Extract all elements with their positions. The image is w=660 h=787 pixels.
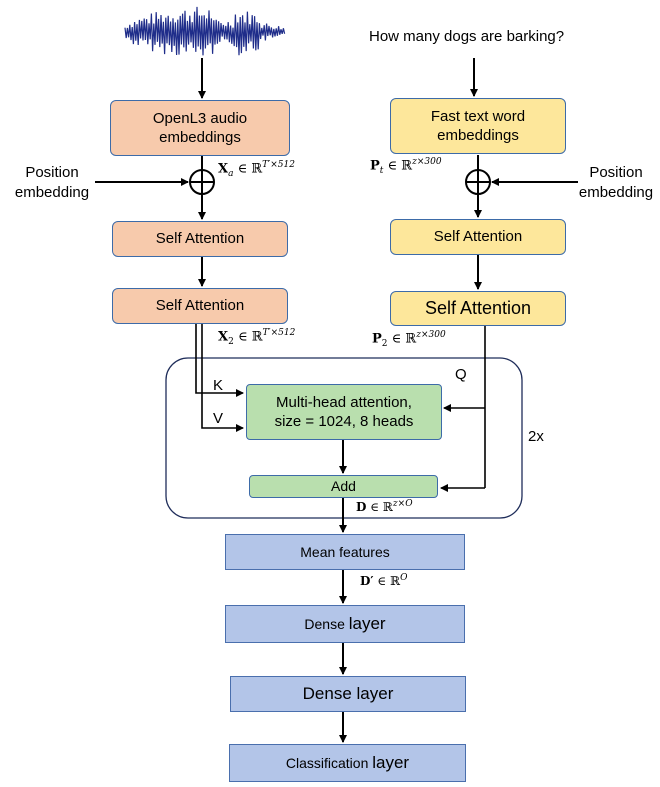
text-output-equation: P2 ∈ ℝz×300 <box>372 330 446 349</box>
add-label: Add <box>331 478 356 495</box>
self-attention-text-1-label: Self Attention <box>433 228 523 246</box>
repeat-label: 2x <box>528 428 544 445</box>
classification-layer-label: Classification layer <box>285 752 410 772</box>
multi-head-attention-label: Multi-head attention, size = 1024, 8 hea… <box>274 393 414 431</box>
self-attention-audio-1: Self Attention <box>112 221 288 257</box>
dense-layer-2-box: Dense layer <box>230 676 466 712</box>
fasttext-embeddings-box: Fast text word embeddings <box>390 98 566 154</box>
arrow-k-to-mha <box>195 324 244 397</box>
dense-layer-1-box: Dense layer <box>225 605 465 643</box>
question-text: How many dogs are barking? <box>369 28 565 45</box>
self-attention-audio-2: Self Attention <box>112 288 288 324</box>
dense-layer-1-label: Dense layer <box>304 613 386 633</box>
position-embedding-label-left: Position embedding <box>14 164 90 201</box>
audio-embedding-equation: Xa ∈ ℝT′×512 <box>218 160 295 179</box>
audio-waveform-icon <box>124 6 286 56</box>
audio-output-equation: X2 ∈ ℝT′×512 <box>218 328 296 347</box>
sum-node-text <box>465 169 491 195</box>
v-label: V <box>213 410 224 427</box>
classification-layer-box: Classification layer <box>229 744 466 782</box>
self-attention-audio-1-label: Self Attention <box>155 230 245 248</box>
mean-output-equation: D′ ∈ ℝO <box>360 573 408 588</box>
fasttext-embeddings-label: Fast text word embeddings <box>430 107 526 145</box>
openl3-embeddings-label: OpenL3 audio embeddings <box>152 109 248 147</box>
mean-features-box: Mean features <box>225 534 465 570</box>
attention-output-equation: D ∈ ℝz×O <box>356 499 413 514</box>
self-attention-audio-2-label: Self Attention <box>155 297 245 315</box>
q-label: Q <box>455 366 467 383</box>
position-embedding-label-right: Position embedding <box>578 164 654 201</box>
multi-head-attention-box: Multi-head attention, size = 1024, 8 hea… <box>246 384 442 440</box>
k-label: K <box>213 377 224 394</box>
text-embedding-equation: Pt ∈ ℝz×300 <box>370 157 442 176</box>
add-box: Add <box>249 475 438 498</box>
dense-layer-2-label: Dense layer <box>302 683 394 703</box>
sum-node-audio <box>189 169 215 195</box>
self-attention-text-1: Self Attention <box>390 219 566 255</box>
openl3-embeddings-box: OpenL3 audio embeddings <box>110 100 290 156</box>
arrow-v-to-mha <box>201 324 244 432</box>
self-attention-text-2-label: Self Attention <box>424 297 532 318</box>
self-attention-text-2: Self Attention <box>390 291 566 326</box>
mean-features-label: Mean features <box>300 543 390 560</box>
